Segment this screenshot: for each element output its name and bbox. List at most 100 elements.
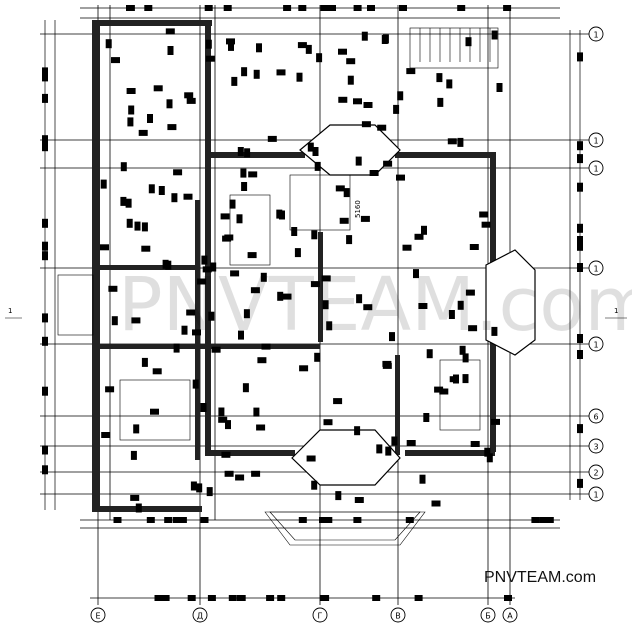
dimension-tick bbox=[207, 595, 216, 601]
column-mark bbox=[406, 68, 416, 75]
column-mark bbox=[141, 357, 148, 367]
column-mark bbox=[131, 317, 141, 324]
dimension-tick bbox=[223, 5, 232, 11]
column-mark bbox=[267, 135, 277, 142]
column-mark bbox=[105, 386, 115, 393]
axis-label: 1 bbox=[593, 491, 598, 500]
dimension-tick bbox=[577, 334, 583, 343]
column-mark bbox=[196, 483, 203, 493]
dimension-tick bbox=[161, 595, 170, 601]
dimension-tick bbox=[320, 5, 329, 11]
column-mark bbox=[105, 39, 112, 49]
column-mark bbox=[173, 169, 183, 176]
column-mark bbox=[206, 487, 213, 497]
column-mark bbox=[120, 162, 127, 172]
dimension-tick bbox=[545, 517, 554, 523]
dimension-tick bbox=[187, 595, 196, 601]
column-mark bbox=[312, 147, 319, 156]
dimension-tick bbox=[42, 218, 48, 228]
dimension-tick bbox=[577, 182, 583, 192]
column-mark bbox=[321, 275, 331, 282]
column-mark bbox=[291, 227, 298, 236]
column-mark bbox=[201, 255, 208, 265]
column-mark bbox=[276, 69, 286, 76]
column-mark bbox=[297, 42, 307, 49]
axis-label: Б bbox=[485, 612, 491, 621]
column-mark bbox=[361, 121, 371, 128]
column-mark bbox=[419, 474, 426, 484]
dimension-tick bbox=[531, 517, 540, 523]
dimension-tick bbox=[577, 263, 583, 272]
column-mark bbox=[150, 408, 159, 415]
column-mark bbox=[369, 170, 379, 176]
column-mark bbox=[101, 432, 111, 438]
column-mark bbox=[210, 262, 217, 272]
column-mark bbox=[434, 386, 444, 393]
column-mark bbox=[406, 440, 416, 446]
column-mark bbox=[381, 35, 388, 44]
dimension-tick bbox=[328, 5, 336, 11]
column-mark bbox=[299, 365, 309, 372]
column-mark bbox=[208, 311, 215, 321]
column-mark bbox=[307, 142, 314, 152]
section-mark-left: 1 bbox=[5, 307, 22, 319]
axis-bubble bbox=[588, 160, 604, 176]
column-mark bbox=[230, 270, 240, 277]
dimension-tick bbox=[277, 595, 286, 601]
axis-bubble bbox=[588, 408, 604, 424]
column-mark bbox=[165, 28, 175, 35]
column-mark bbox=[202, 266, 212, 273]
column-mark bbox=[363, 102, 373, 108]
axis-label: E bbox=[95, 612, 100, 621]
column-mark bbox=[237, 147, 244, 156]
dimension-tick bbox=[42, 445, 48, 455]
axis-bubble bbox=[588, 260, 604, 276]
column-mark bbox=[305, 44, 312, 54]
column-mark bbox=[183, 193, 193, 200]
column-mark bbox=[459, 345, 466, 355]
column-mark bbox=[138, 129, 148, 136]
column-mark bbox=[326, 321, 333, 331]
column-mark bbox=[469, 244, 479, 250]
column-mark bbox=[306, 455, 316, 462]
column-mark bbox=[491, 418, 500, 425]
column-mark bbox=[316, 53, 323, 63]
column-mark bbox=[437, 97, 444, 107]
column-mark bbox=[468, 325, 478, 332]
column-mark bbox=[385, 446, 392, 456]
column-mark bbox=[338, 48, 347, 55]
dimension-tick bbox=[577, 141, 583, 151]
column-mark bbox=[162, 259, 169, 269]
column-mark bbox=[241, 67, 248, 77]
column-mark bbox=[353, 98, 362, 105]
dimension-tick bbox=[144, 5, 153, 11]
column-mark bbox=[167, 124, 177, 131]
column-mark bbox=[130, 494, 140, 501]
column-mark bbox=[360, 215, 370, 222]
column-mark bbox=[181, 325, 188, 335]
column-mark bbox=[346, 235, 353, 245]
column-mark bbox=[355, 156, 362, 166]
column-mark bbox=[228, 41, 234, 51]
column-mark bbox=[397, 91, 404, 101]
column-mark bbox=[253, 69, 260, 79]
column-mark bbox=[457, 137, 464, 147]
dimension-tick bbox=[577, 236, 583, 246]
column-mark bbox=[111, 57, 120, 64]
column-mark bbox=[167, 46, 174, 55]
column-mark bbox=[200, 403, 207, 412]
dimension-tick bbox=[146, 517, 155, 523]
column-mark bbox=[346, 58, 356, 65]
column-mark bbox=[418, 303, 428, 309]
column-mark bbox=[236, 214, 243, 224]
dimension-tick bbox=[399, 5, 407, 11]
axis-bubble bbox=[588, 26, 604, 42]
column-mark bbox=[431, 500, 441, 507]
column-mark bbox=[436, 73, 443, 83]
column-mark bbox=[243, 309, 250, 319]
dimension-tick bbox=[577, 241, 583, 251]
dimension-tick bbox=[113, 517, 122, 523]
column-mark bbox=[462, 353, 469, 363]
column-mark bbox=[100, 179, 107, 189]
